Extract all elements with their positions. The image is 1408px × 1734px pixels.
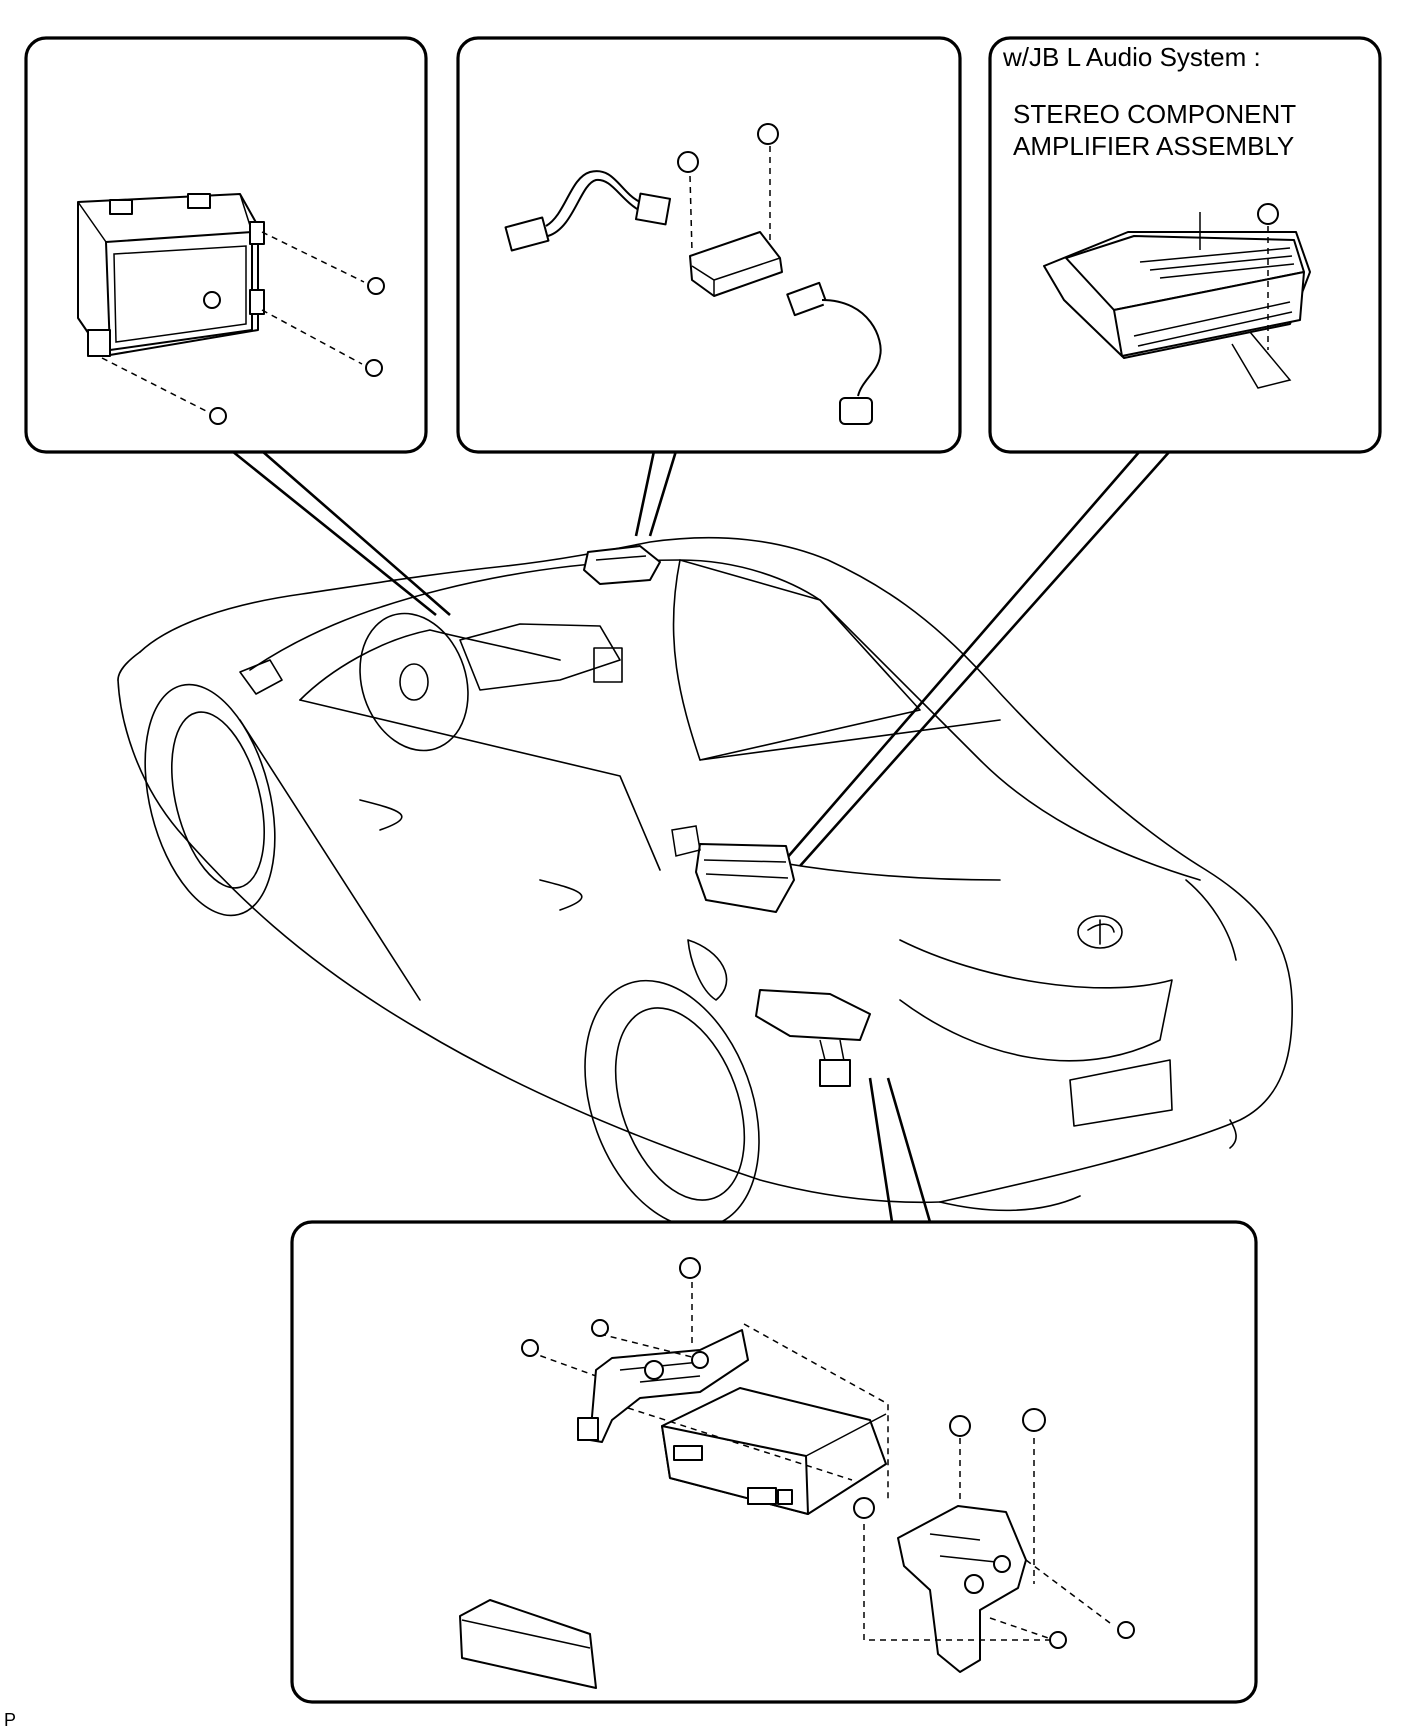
leader-display-panel: [231, 449, 451, 617]
amplifier-on-package-tray: [671, 825, 795, 913]
component-name-line-2: AMPLIFIER ASSEMBLY: [1013, 131, 1295, 161]
component-name-line-1: STEREO COMPONENT: [1013, 99, 1297, 129]
leader-lower-panel: [868, 1077, 932, 1223]
leader-amplifier-panel: [779, 450, 1171, 867]
lower-panel-fasteners: [521, 1257, 1135, 1649]
figure-code: P: [4, 1710, 17, 1730]
wire-harness-illustration: [504, 123, 882, 425]
stereo-amplifier-illustration: [1043, 203, 1311, 389]
variant-condition-label: w/JB L Audio System :: [1003, 42, 1261, 72]
display-unit-illustration: [77, 193, 265, 357]
trunk-side-component: [755, 989, 871, 1087]
trunk-component-illustration: [661, 1387, 887, 1515]
roof-antenna-module: [583, 545, 661, 585]
callout-panel-antenna-module: [456, 36, 962, 454]
cover-illustration: [459, 1599, 597, 1689]
right-bracket-illustration: [897, 1505, 1027, 1673]
left-bracket-illustration: [577, 1329, 749, 1443]
component-name-label: STEREO COMPONENT AMPLIFIER ASSEMBLY: [1013, 98, 1296, 162]
vehicle-illustration: [117, 536, 1293, 1229]
display-screws: [101, 231, 385, 425]
leader-antenna-panel: [634, 450, 678, 537]
